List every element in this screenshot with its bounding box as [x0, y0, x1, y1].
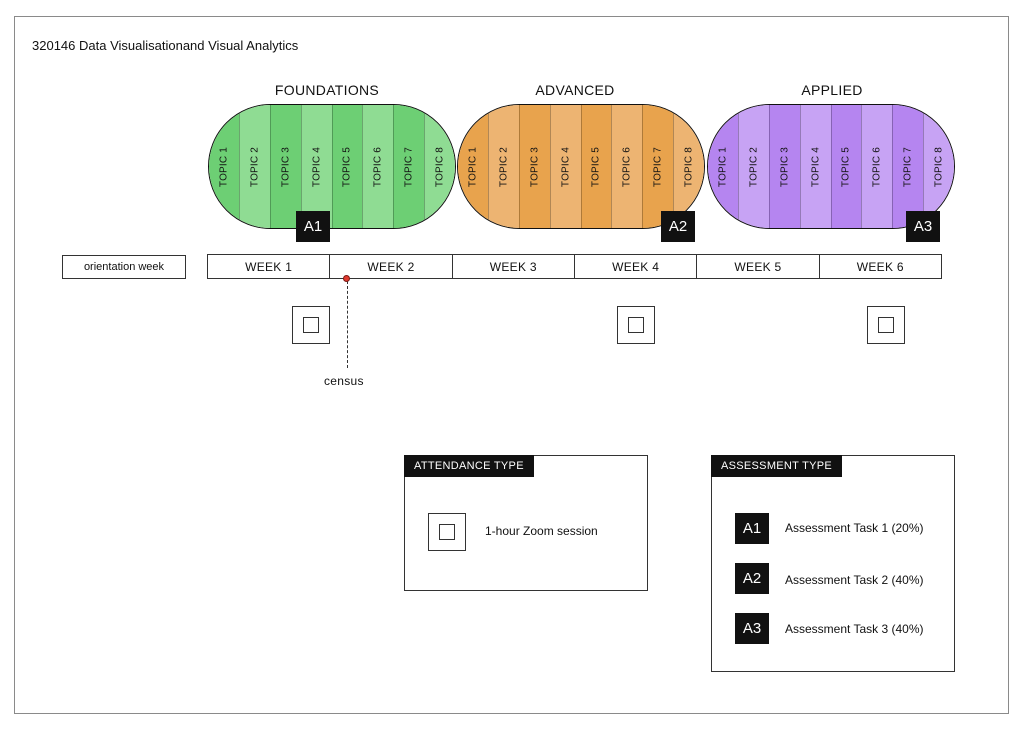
topic-cell: TOPIC 5: [830, 105, 862, 228]
census-label: census: [324, 374, 364, 388]
topic-label: TOPIC 1: [218, 146, 230, 187]
topic-label: TOPIC 8: [683, 146, 695, 187]
topic-label: TOPIC 4: [560, 146, 572, 187]
topic-cell: TOPIC 8: [424, 105, 455, 228]
topic-label: TOPIC 4: [311, 146, 323, 187]
topic-cell: TOPIC 4: [799, 105, 831, 228]
topic-label: TOPIC 2: [249, 146, 261, 187]
attendance-legend: ATTENDANCE TYPE 1-hour Zoom session: [404, 455, 648, 591]
topic-label: TOPIC 1: [467, 146, 479, 187]
assessment-badge-a3: A3: [906, 211, 940, 242]
assessment-legend: ASSESSMENT TYPE A1 Assessment Task 1 (20…: [711, 455, 955, 672]
topic-cell: TOPIC 6: [861, 105, 893, 228]
legend-label-a1: Assessment Task 1 (20%): [785, 521, 924, 535]
legend-badge-a1: A1: [735, 513, 769, 544]
topic-label: TOPIC 7: [902, 146, 914, 187]
week-timeline: WEEK 1 WEEK 2 WEEK 3 WEEK 4 WEEK 5 WEEK …: [207, 254, 942, 279]
topic-cell: TOPIC 4: [549, 105, 581, 228]
module-foundations-pill: TOPIC 1 TOPIC 2 TOPIC 3 TOPIC 4 TOPIC 5 TOPIC…: [208, 104, 456, 229]
week-cell: WEEK 2: [329, 255, 451, 278]
page-title: 320146 Data Visualisationand Visual Anal…: [32, 38, 299, 53]
assessment-legend-header: ASSESSMENT TYPE: [711, 455, 843, 477]
topic-label: TOPIC 8: [434, 146, 446, 187]
topic-label: TOPIC 5: [341, 146, 353, 187]
topic-cell: TOPIC 6: [611, 105, 643, 228]
zoom-session-icon: [428, 513, 466, 551]
attendance-legend-header: ATTENDANCE TYPE: [404, 455, 534, 477]
zoom-session-icon: [867, 306, 905, 344]
legend-badge-a2: A2: [735, 563, 769, 594]
topic-cell: TOPIC 1: [708, 105, 738, 228]
topic-cell: TOPIC 7: [642, 105, 674, 228]
topic-cell: TOPIC 1: [209, 105, 239, 228]
topic-label: TOPIC 2: [498, 146, 510, 187]
week-cell: WEEK 1: [245, 259, 293, 274]
week-cell: WEEK 6: [818, 255, 941, 278]
topic-cell: TOPIC 6: [362, 105, 394, 228]
module-advanced-pill: TOPIC 1 TOPIC 2 TOPIC 3 TOPIC 4 TOPIC 5 TOPIC…: [457, 104, 705, 229]
topic-cell: TOPIC 8: [923, 105, 954, 228]
topic-cell: TOPIC 4: [300, 105, 332, 228]
topic-label: TOPIC 4: [810, 146, 822, 187]
topic-label: TOPIC 1: [717, 146, 729, 187]
topic-cell: TOPIC 8: [673, 105, 704, 228]
topic-cell: TOPIC 7: [393, 105, 425, 228]
topic-label: TOPIC 8: [933, 146, 945, 187]
topic-cell: TOPIC 3: [269, 105, 301, 228]
topic-cell: TOPIC 2: [238, 105, 270, 228]
topic-cell: TOPIC 3: [768, 105, 800, 228]
legend-badge-a3: A3: [735, 613, 769, 644]
week-cell: WEEK 3: [451, 255, 574, 278]
topic-cell: TOPIC 5: [580, 105, 612, 228]
topic-cell: TOPIC 5: [331, 105, 363, 228]
topic-label: TOPIC 6: [621, 146, 633, 187]
legend-label-a3: Assessment Task 3 (40%): [785, 622, 924, 636]
topic-label: TOPIC 3: [779, 146, 791, 187]
module-applied-pill: TOPIC 1 TOPIC 2 TOPIC 3 TOPIC 4 TOPIC 5 TOPIC…: [707, 104, 955, 229]
topic-cell: TOPIC 1: [458, 105, 488, 228]
zoom-session-icon: [292, 306, 330, 344]
topic-label: TOPIC 6: [871, 146, 883, 187]
topic-cell: TOPIC 3: [518, 105, 550, 228]
zoom-session-icon: [617, 306, 655, 344]
week-cell: WEEK 5: [696, 255, 818, 278]
topic-label: TOPIC 5: [840, 146, 852, 187]
topic-label: TOPIC 3: [529, 146, 541, 187]
topic-label: TOPIC 7: [652, 146, 664, 187]
topic-label: TOPIC 6: [372, 146, 384, 187]
topic-label: TOPIC 7: [403, 146, 415, 187]
assessment-badge-a1: A1: [296, 211, 330, 242]
week-cell: WEEK 4: [573, 255, 696, 278]
module-title-foundations: FOUNDATIONS: [274, 82, 380, 98]
topic-cell: TOPIC 2: [487, 105, 519, 228]
module-title-advanced: ADVANCED: [535, 82, 615, 98]
topic-cell: TOPIC 7: [892, 105, 924, 228]
topic-label: TOPIC 3: [280, 146, 292, 187]
orientation-week: orientation week: [62, 255, 186, 279]
topic-cell: TOPIC 2: [737, 105, 769, 228]
topic-label: TOPIC 5: [590, 146, 602, 187]
topic-label: TOPIC 2: [748, 146, 760, 187]
assessment-badge-a2: A2: [661, 211, 695, 242]
legend-label-a2: Assessment Task 2 (40%): [785, 573, 924, 587]
census-dashed-line: [347, 281, 348, 368]
census-marker-dot: [343, 275, 350, 282]
module-title-applied: APPLIED: [801, 82, 863, 98]
attendance-legend-label: 1-hour Zoom session: [485, 524, 598, 538]
